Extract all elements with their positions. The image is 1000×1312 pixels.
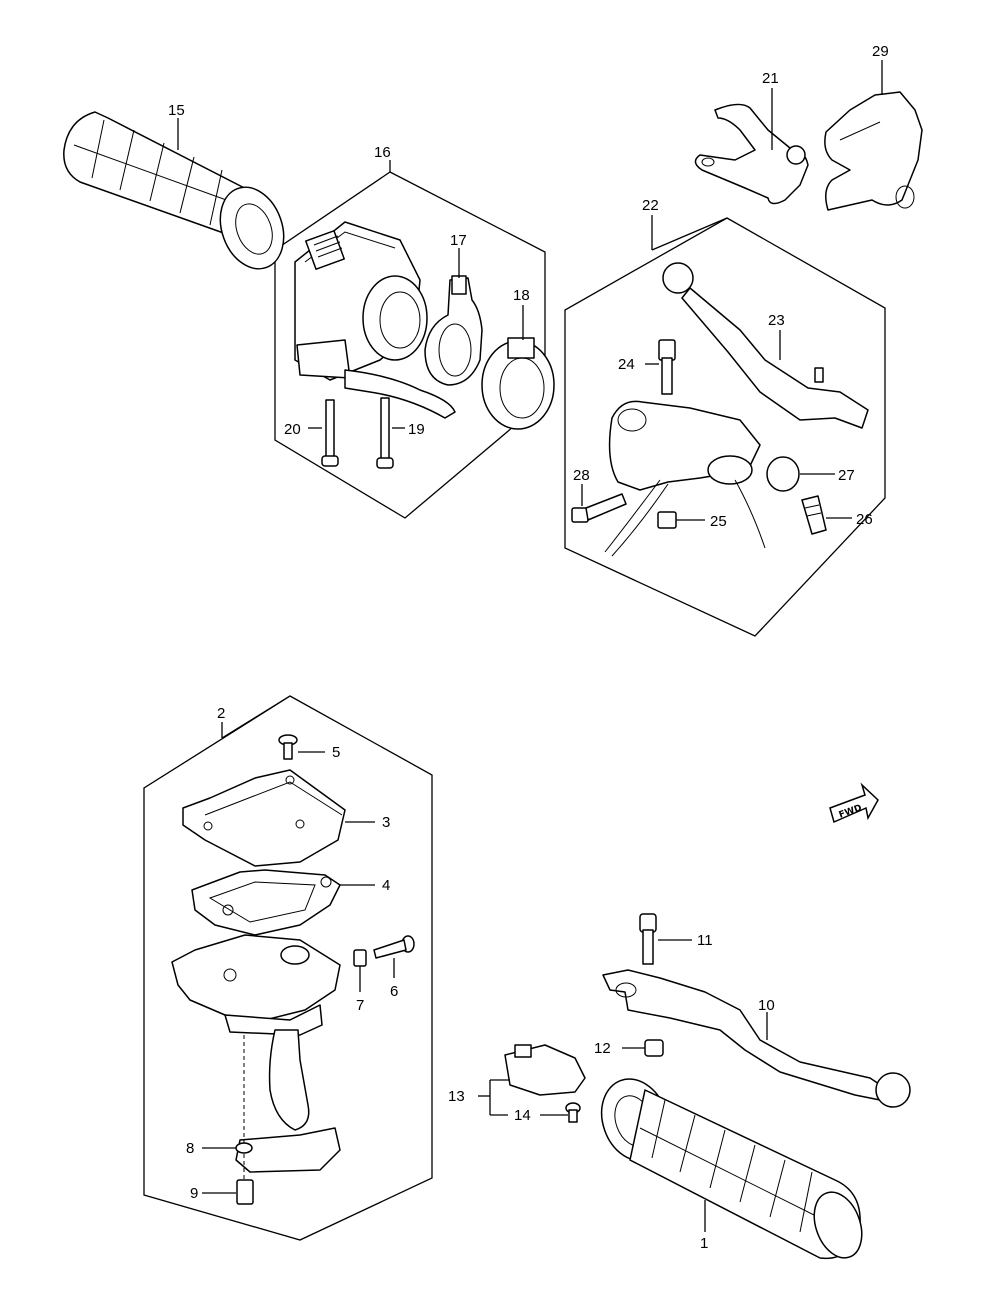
screw-20 (321, 399, 339, 467)
label-14: 14 (514, 1107, 531, 1124)
label-6: 6 (390, 983, 398, 1000)
screw-26 (801, 495, 827, 535)
label-27: 27 (838, 467, 855, 484)
fwd-arrow-icon: FWD (829, 782, 879, 824)
label-29: 29 (872, 43, 889, 60)
label-28: 28 (573, 467, 590, 484)
bolt-28 (571, 493, 627, 523)
label-25: 25 (710, 513, 727, 530)
nut-7 (353, 949, 367, 967)
label-2: 2 (217, 705, 225, 722)
label-5: 5 (332, 744, 340, 761)
bolt-24 (658, 339, 676, 395)
label-11: 11 (697, 932, 713, 949)
master-cylinder-body (604, 400, 766, 557)
cable-clamp-18 (481, 337, 555, 430)
group-2-outline (143, 695, 433, 1241)
screw-19 (376, 397, 394, 469)
switch-base (171, 934, 341, 1180)
switch-housing (294, 221, 456, 419)
label-9: 9 (190, 1185, 198, 1202)
group-22-outline (564, 217, 886, 637)
label-17: 17 (450, 232, 467, 249)
washer-8 (235, 1142, 253, 1154)
screw-14 (565, 1102, 581, 1123)
bolt-9 (236, 1179, 254, 1205)
holder-29 (824, 91, 923, 211)
screw-5 (278, 734, 298, 760)
label-23: 23 (768, 312, 785, 329)
gasket-4 (191, 869, 341, 936)
label-24: 24 (618, 356, 635, 373)
cap-27 (766, 456, 800, 492)
label-13: 13 (448, 1088, 465, 1105)
bracket-21 (694, 103, 809, 205)
lever-10 (602, 969, 911, 1108)
label-16: 16 (374, 144, 391, 161)
label-15: 15 (168, 102, 185, 119)
nut-25 (657, 511, 677, 529)
throttle-collar-17 (424, 275, 483, 386)
label-20: 20 (284, 421, 301, 438)
label-18: 18 (513, 287, 530, 304)
cover-3 (182, 769, 346, 867)
label-4: 4 (382, 877, 390, 894)
label-21: 21 (762, 70, 779, 87)
grip-15 (63, 111, 285, 270)
switch-13 (504, 1044, 586, 1096)
label-12: 12 (594, 1040, 611, 1057)
label-19: 19 (408, 421, 425, 438)
label-7: 7 (356, 997, 364, 1014)
label-10: 10 (758, 997, 775, 1014)
screw-6 (373, 935, 415, 959)
grip-1 (600, 1078, 863, 1260)
bolt-11 (639, 913, 657, 965)
label-1: 1 (700, 1235, 708, 1252)
label-3: 3 (382, 814, 390, 831)
label-26: 26 (856, 511, 873, 528)
label-8: 8 (186, 1140, 194, 1157)
nut-12 (644, 1039, 664, 1057)
lever-23 (662, 262, 869, 429)
label-22: 22 (642, 197, 659, 214)
